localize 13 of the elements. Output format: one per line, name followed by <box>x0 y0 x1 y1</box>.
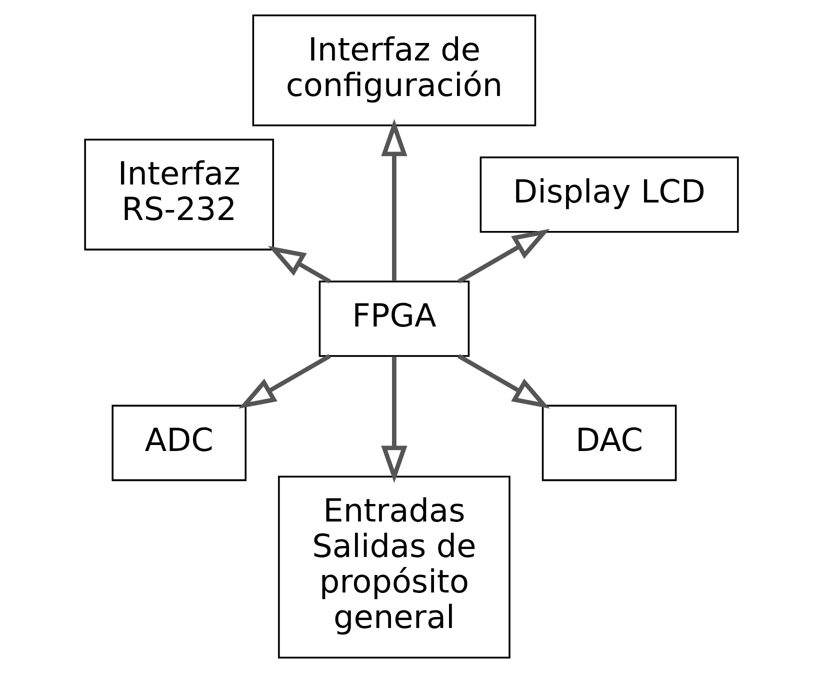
arrow <box>381 356 408 484</box>
arrow <box>458 354 550 409</box>
node-box: ADC <box>112 404 247 482</box>
node-box: FPGA <box>318 280 470 357</box>
node-box: Display LCD <box>480 156 739 233</box>
arrow <box>381 118 408 282</box>
node-box: DAC <box>542 404 677 482</box>
arrow <box>238 354 331 409</box>
arrow <box>458 228 550 284</box>
node-box: Interfaz de configuración <box>252 14 536 126</box>
node-box: Entradas Salidas de propósito general <box>278 476 510 658</box>
arrow <box>268 246 331 284</box>
node-box: Interfaz RS-232 <box>84 138 274 250</box>
